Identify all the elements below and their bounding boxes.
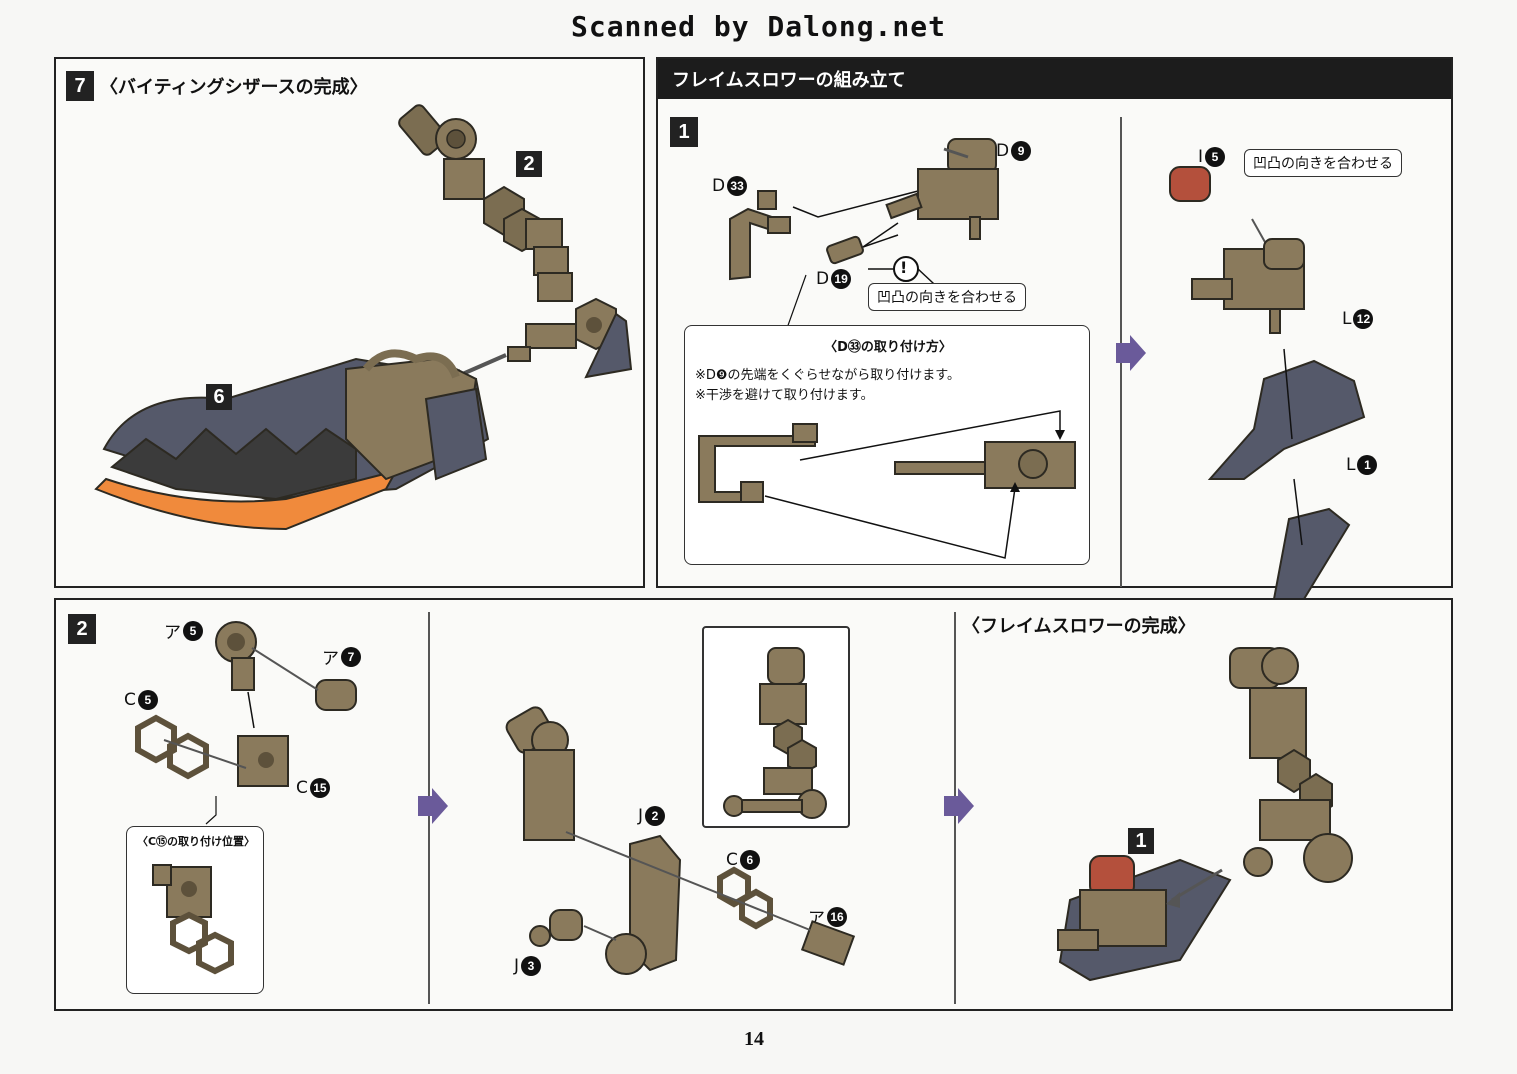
part-label-6: 6 [206,384,232,410]
claw-body [94,349,490,531]
inset-note-1: ※D❾の先端をくぐらせながら取り付けます。 [695,368,960,383]
align-callout-2: 凹凸の向きを合わせる [1244,149,1402,177]
step-number: 1 [670,117,698,147]
flame-parts-illustration [729,138,999,388]
attachment-inset: 〈D㉝の取り付け方〉 ※D❾の先端をくぐらせながら取り付けます。 ※干渉を避けて… [684,325,1090,565]
arm-parts [398,104,633,379]
process-arrow-icon [418,788,448,824]
arm-preview-illustration [723,647,827,819]
inset-illustration [698,410,1076,559]
caution-mark: ! [900,258,908,277]
page-number: 14 [744,1028,764,1050]
part-label-1: 1 [1128,828,1154,854]
arm-preview-inset [702,626,850,828]
completion-title: 〈フレイムスロワーの完成〉 [962,616,1196,637]
align-callout: 凹凸の向きを合わせる [868,283,1026,311]
flame-thrower-complete-illustration [1057,647,1353,982]
inset-title: 〈D㉝の取り付け方〉 [824,340,952,355]
part-label-2: 2 [516,151,542,177]
process-arrow-icon [944,788,974,824]
section-header: フレイムスロワーの組み立て [658,59,1451,99]
watermark-text: Scanned by Dalong.net [570,10,946,43]
process-arrow-icon [1116,335,1146,371]
step2-parts-illustration [135,621,357,825]
step2-arm-assembly-illustration [505,706,856,975]
c15-inset-illustration [152,864,234,975]
biting-scissors-illustration [94,104,633,531]
inset-note-2: ※干渉を避けて取り付けます。 [695,388,874,403]
flame-assembly-illustration [1169,166,1366,600]
inset-title: 〈C⑮の取り付け位置〉 [136,835,256,848]
panel-step7: 7 〈バイティングシザースの完成〉 [54,57,645,588]
c15-position-inset: 〈C⑮の取り付け位置〉 [126,826,264,994]
step-number: 7 [66,71,94,101]
step-number: 2 [68,614,96,644]
step-title: 〈バイティングシザースの完成〉 [100,77,368,98]
